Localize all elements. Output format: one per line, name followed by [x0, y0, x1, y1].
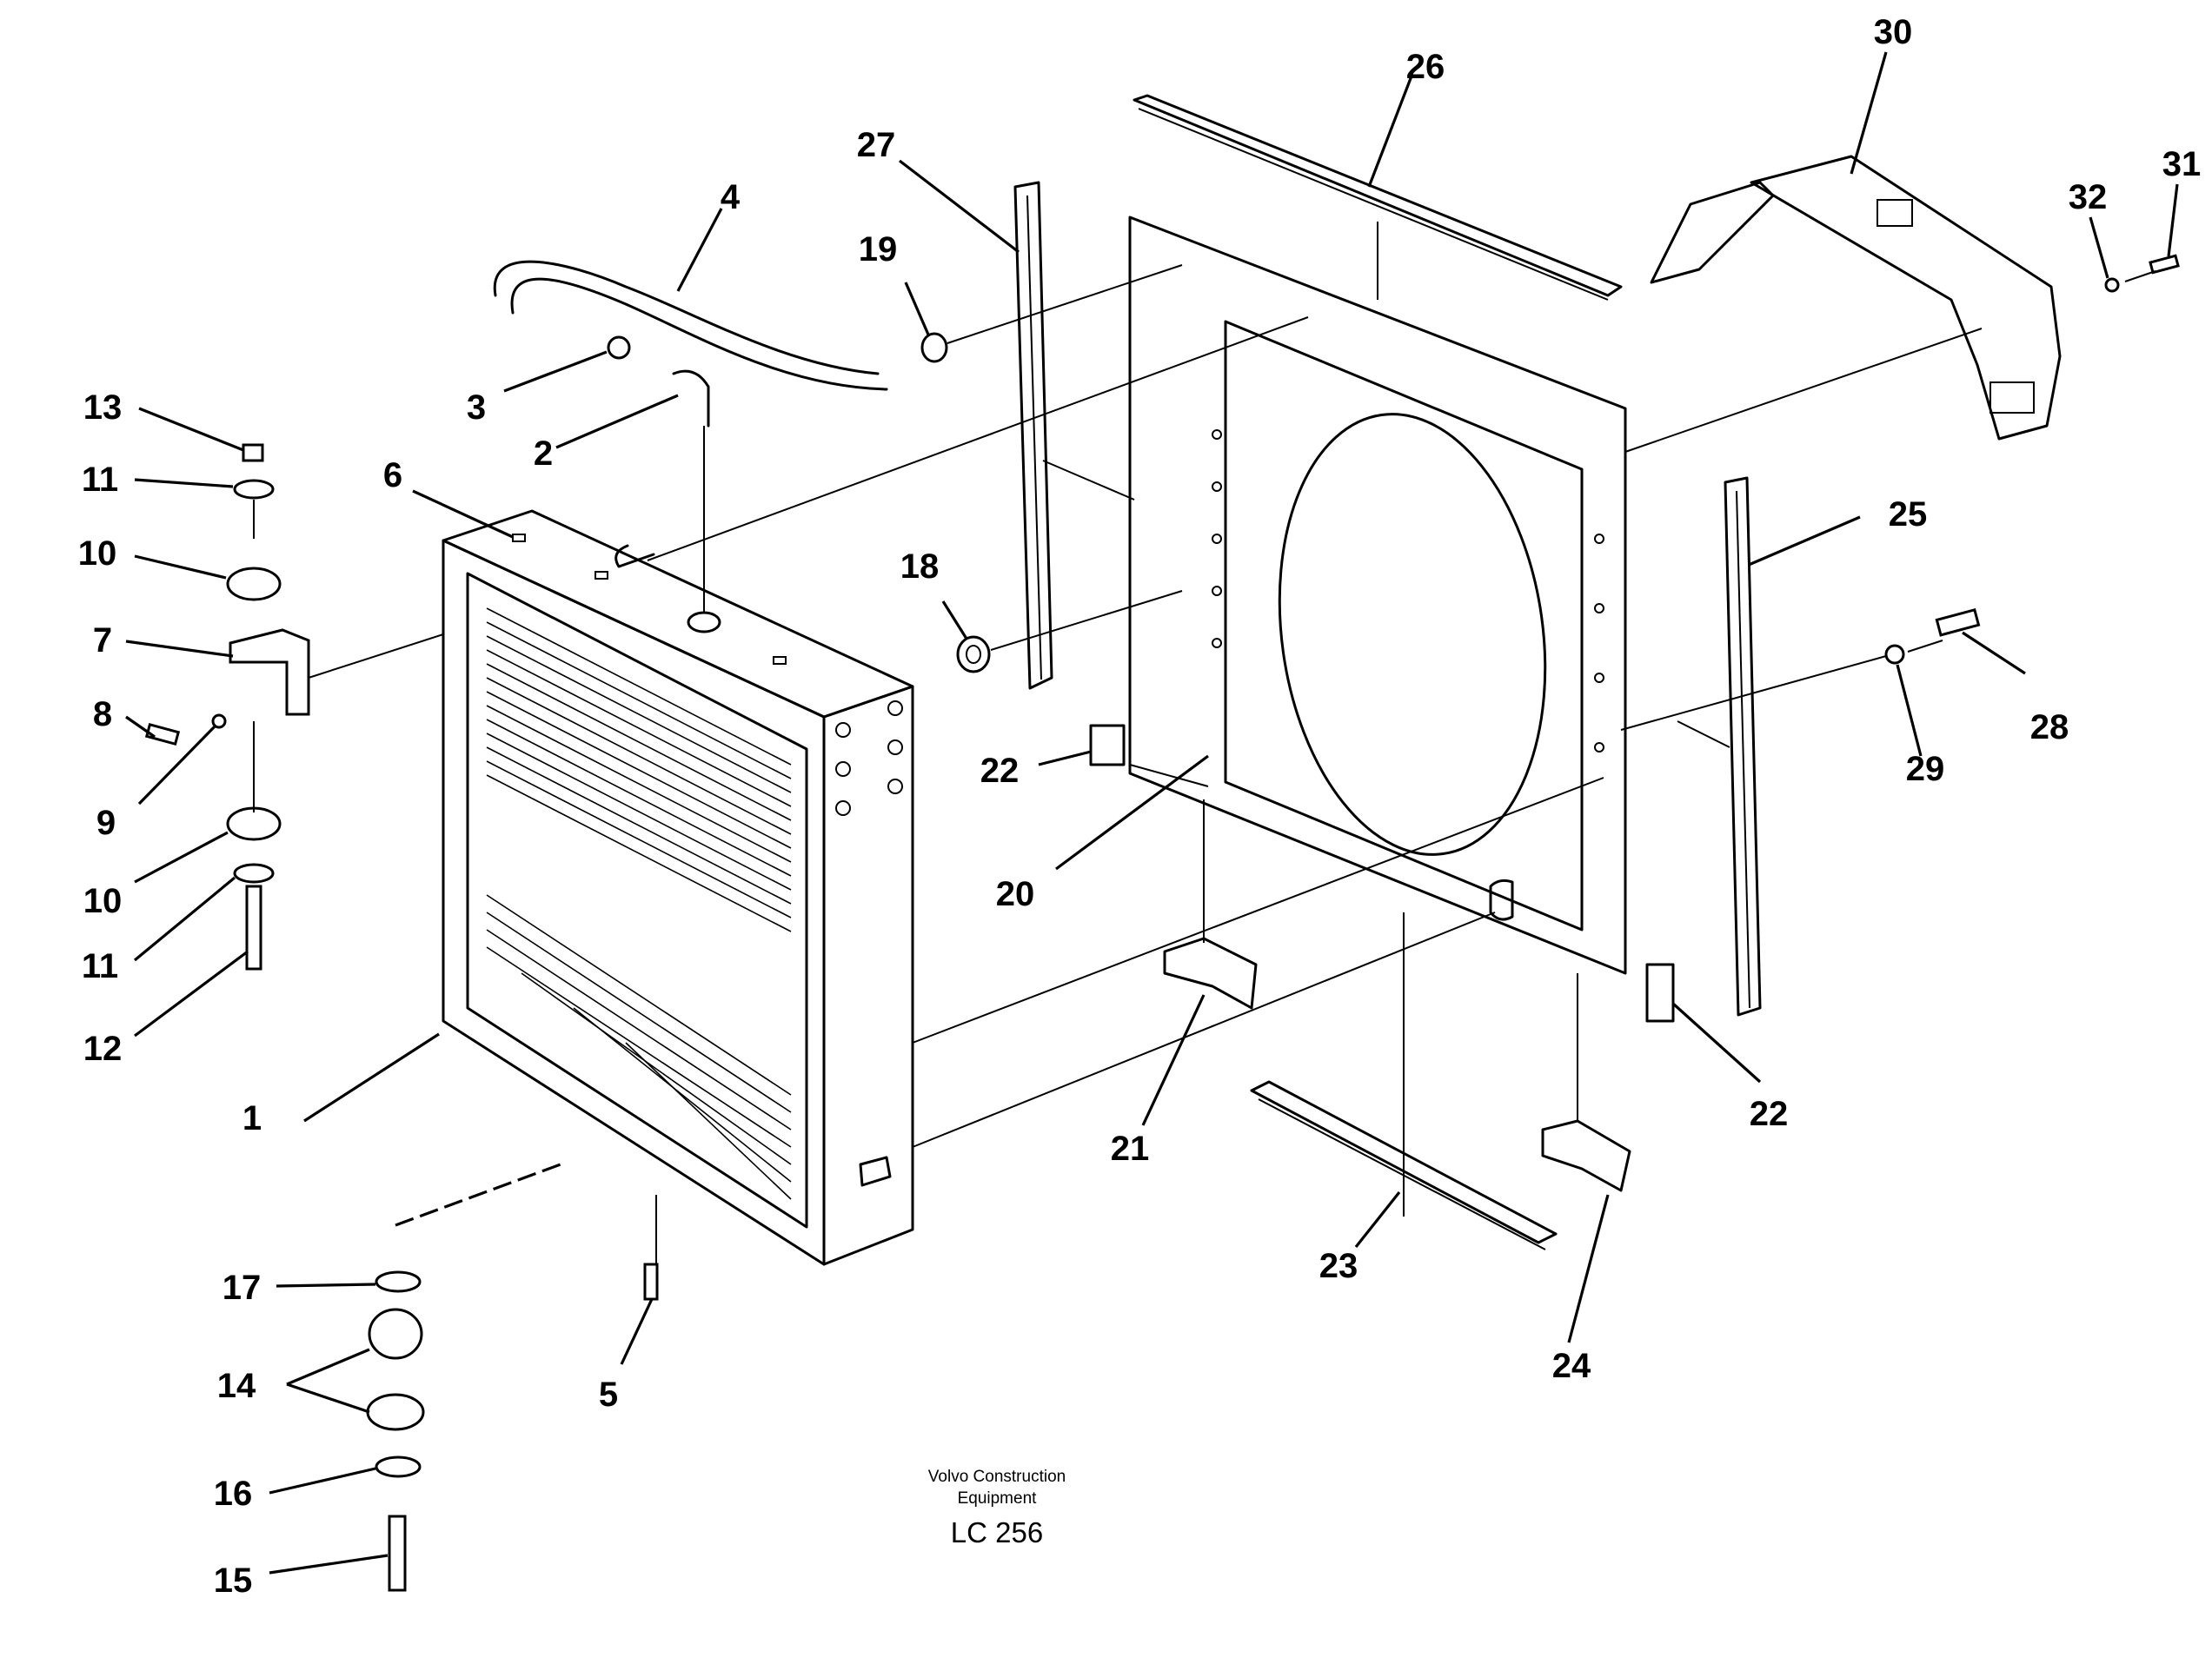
callout-labels: 1 2 3 4 5 6 7 8 9 10 10 11 11 12 13 14 1… [78, 13, 2202, 1600]
drawing-caption: Volvo Construction Equipment LC 256 [928, 1468, 1066, 1548]
callout-19: 19 [859, 230, 898, 269]
callout-12: 12 [83, 1030, 123, 1068]
elbow-fitting-part-2 [672, 369, 710, 428]
clip-part-22-right [1645, 963, 1675, 1023]
washer-part-17 [375, 1270, 422, 1293]
nut-part-13 [242, 443, 264, 462]
callout-28: 28 [2030, 708, 2069, 746]
callout-18: 18 [900, 547, 940, 586]
seal-strip-part-26 [1133, 94, 1623, 301]
mount-part-14-bottom [366, 1393, 425, 1431]
washer-part-11-bottom [233, 863, 275, 884]
callout-22a: 22 [980, 752, 1020, 790]
rubber-part-10-bottom [226, 806, 282, 841]
callout-26: 26 [1406, 48, 1445, 86]
block-part-24 [1541, 1119, 1631, 1192]
caption-manufacturer-line1: Volvo Construction [928, 1468, 1066, 1486]
callout-30: 30 [1874, 13, 1913, 51]
callout-13: 13 [83, 388, 123, 427]
radiator-part-1 [442, 509, 914, 1266]
callout-16: 16 [214, 1475, 253, 1513]
bracket-part-30 [1650, 155, 2062, 441]
callout-29: 29 [1906, 750, 1945, 788]
callout-9: 9 [96, 804, 116, 842]
callout-25: 25 [1889, 495, 1928, 534]
washer-part-29 [1884, 644, 1905, 665]
callout-20: 20 [996, 875, 1035, 913]
seal-strip-part-23 [1250, 1080, 1558, 1250]
drawing-code: LC 256 [951, 1516, 1043, 1548]
callout-5: 5 [599, 1376, 618, 1414]
screw-part-31 [2149, 254, 2180, 275]
callout-15: 15 [214, 1562, 253, 1600]
bolt-part-12 [245, 885, 262, 971]
callout-6: 6 [383, 456, 402, 494]
callout-31: 31 [2162, 145, 2202, 183]
bracket-part-7 [229, 628, 310, 716]
leader-lines [125, 51, 2179, 1575]
clamp-part-3 [607, 335, 631, 360]
callout-14: 14 [217, 1367, 256, 1405]
callout-22b: 22 [1750, 1095, 1789, 1133]
grommet-part-19 [920, 332, 948, 363]
callout-3: 3 [467, 388, 486, 427]
callout-32: 32 [2069, 178, 2108, 216]
mount-stack-left [144, 443, 310, 971]
seal-strip-part-27 [1013, 181, 1053, 690]
callout-4: 4 [721, 178, 741, 216]
callout-10b: 10 [83, 882, 123, 920]
callout-24: 24 [1552, 1347, 1591, 1385]
radiator-bolts [835, 700, 903, 816]
assembly-lines [253, 222, 2156, 1217]
mount-part-14-top [368, 1308, 423, 1360]
bolt-part-15 [388, 1515, 407, 1592]
callout-21: 21 [1111, 1130, 1150, 1168]
callout-23: 23 [1319, 1247, 1358, 1285]
drain-cock-part-5 [643, 1195, 659, 1301]
callout-10a: 10 [78, 534, 117, 573]
fan-shroud-part-20 [1128, 216, 1627, 975]
hose-part-4 [493, 260, 888, 391]
callout-1: 1 [242, 1099, 262, 1137]
callout-11b: 11 [82, 947, 118, 985]
callout-8: 8 [93, 695, 112, 733]
grommet-part-18 [956, 635, 991, 673]
radiator-core-fins [486, 607, 792, 1200]
washer-part-9 [211, 713, 227, 729]
callout-27: 27 [857, 126, 896, 164]
caption-manufacturer-line2: Equipment [958, 1489, 1038, 1508]
callout-17: 17 [223, 1269, 262, 1307]
callout-7: 7 [93, 621, 112, 660]
seal-strip-part-25 [1724, 476, 1762, 1017]
block-part-21 [1163, 937, 1258, 1010]
bolt-part-8 [144, 723, 181, 746]
rubber-part-10-top [226, 567, 282, 601]
clip-part-22-left [1089, 724, 1126, 766]
washer-part-16 [375, 1455, 422, 1478]
washer-part-32 [2104, 277, 2120, 293]
callout-2: 2 [534, 434, 553, 473]
washer-part-11-top [233, 479, 275, 500]
radiator-filler-neck [687, 611, 721, 633]
mount-stack-bottom [366, 1163, 561, 1592]
callout-11a: 11 [82, 461, 118, 499]
bolt-part-28 [1935, 607, 1981, 637]
